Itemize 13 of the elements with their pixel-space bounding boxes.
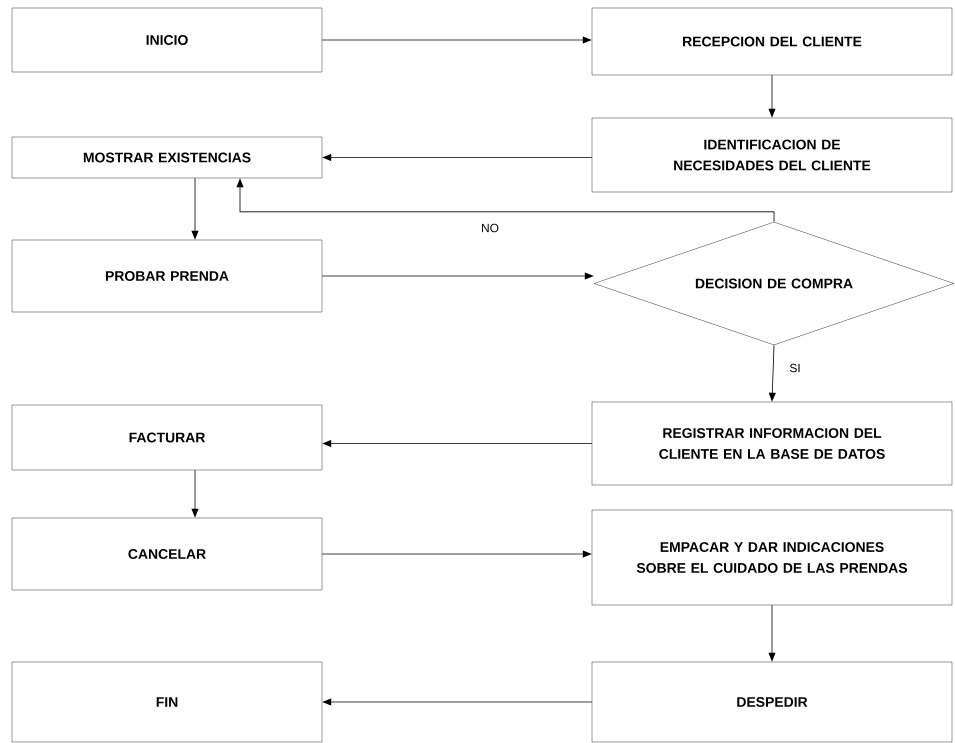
- process-box: IDENTIFICACION DE NECESIDADES DEL CLIENTE: [592, 118, 952, 192]
- edge-label: SI: [788, 362, 802, 374]
- process-box: DESPEDIR: [592, 662, 952, 742]
- process-box: REGISTRAR INFORMACION DEL CLIENTE EN LA BASE DE DATOS: [592, 402, 952, 486]
- process-box: PROBAR PRENDA: [12, 240, 322, 312]
- process-box: MOSTRAR EXISTENCIAS: [12, 136, 322, 178]
- process-box: FIN: [12, 662, 322, 742]
- process-box: INICIO: [12, 8, 322, 72]
- process-box: EMPACAR Y DAR INDICACIONES SOBRE EL CUIDADO DE LAS PRENDAS: [592, 510, 952, 606]
- edge-label: NO: [480, 222, 500, 234]
- process-box: FACTURAR: [12, 404, 322, 470]
- process-box: CANCELAR: [12, 518, 322, 590]
- process-box: RECEPCION DEL CLIENTE: [592, 8, 952, 76]
